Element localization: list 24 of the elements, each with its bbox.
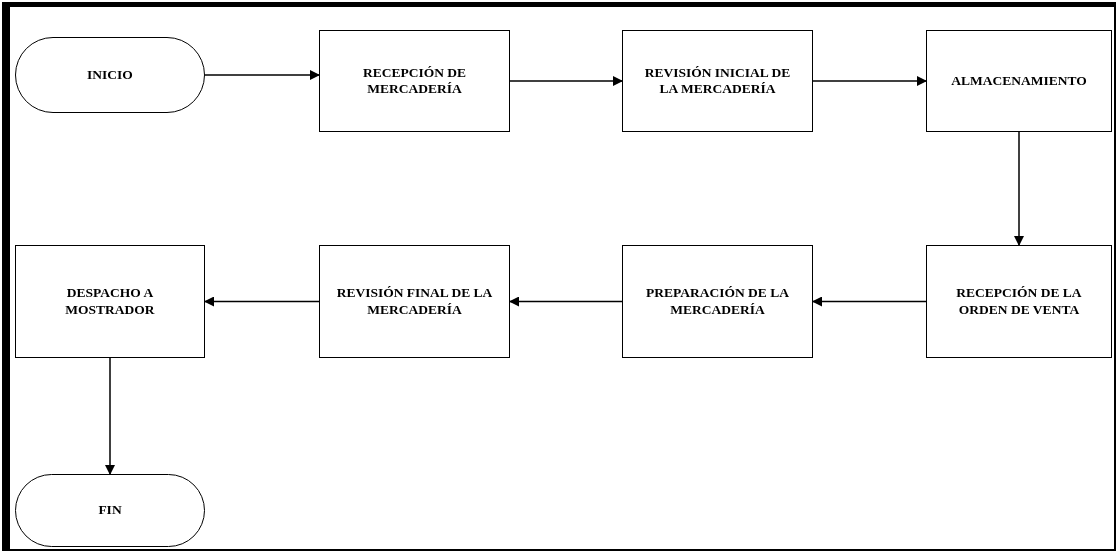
node-label: REVISIÓN INICIAL DE LA MERCADERÍA — [643, 64, 792, 98]
process-box — [622, 245, 813, 358]
arrow — [204, 70, 320, 80]
process-box — [15, 245, 205, 358]
arrow — [1014, 131, 1024, 246]
arrow — [105, 357, 115, 475]
arrow — [812, 296, 927, 307]
node-label: DESPACHO A MOSTRADOR — [64, 285, 156, 318]
process-box — [926, 30, 1112, 132]
process-box — [319, 245, 510, 358]
node-label: RECEPCIÓN DE MERCADERÍA — [361, 64, 468, 98]
node-label: ALMACENAMIENTO — [951, 72, 1087, 90]
node-label: RECEPCIÓN DE LA ORDEN DE VENTA — [955, 285, 1083, 318]
process-box — [926, 245, 1112, 358]
process-box — [319, 30, 510, 132]
node-label: INICIO — [87, 66, 133, 84]
arrow — [812, 76, 927, 86]
arrow — [204, 296, 320, 307]
node-label: PREPARACIÓN DE LA MERCADERÍA — [645, 285, 790, 318]
arrow — [509, 76, 623, 86]
node-label: FIN — [98, 502, 122, 519]
node-label: REVISIÓN FINAL DE LA MERCADERÍA — [335, 285, 494, 318]
arrow — [509, 296, 623, 307]
process-box — [622, 30, 813, 132]
